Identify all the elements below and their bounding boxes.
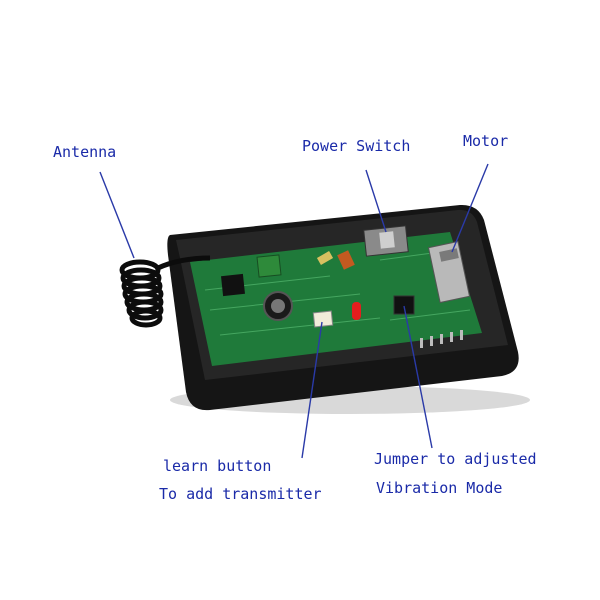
inductor	[337, 250, 355, 270]
learn-button-sublabel: To add transmitter	[159, 485, 322, 503]
power-switch-leader	[365, 169, 387, 233]
power-switch-knob	[379, 231, 395, 249]
antenna-coil	[119, 255, 211, 328]
power-switch-label: Power Switch	[302, 137, 411, 155]
leader-lines	[99, 163, 489, 459]
vibration-motor	[427, 240, 471, 304]
jumper	[393, 295, 415, 315]
pcb-traces	[204, 251, 471, 336]
jumper-label: Jumper to adjusted	[374, 450, 537, 468]
coil-component	[256, 254, 282, 278]
ic-chip	[221, 273, 245, 297]
antenna-label: Antenna	[53, 143, 117, 161]
resistor	[316, 251, 334, 265]
jumper-leader	[403, 305, 433, 449]
jumper-sublabel: Vibration Mode	[376, 479, 503, 497]
motor-leader	[451, 163, 489, 253]
antenna-leader	[99, 171, 135, 259]
learn-button-leader	[301, 321, 323, 459]
learn-button-label: learn button	[163, 457, 272, 475]
led	[352, 302, 361, 320]
capacitor-top	[271, 299, 285, 313]
motor-label: Motor	[463, 132, 509, 150]
learn-button	[312, 310, 334, 328]
motor-cap	[439, 248, 459, 262]
header-pins	[420, 330, 463, 348]
